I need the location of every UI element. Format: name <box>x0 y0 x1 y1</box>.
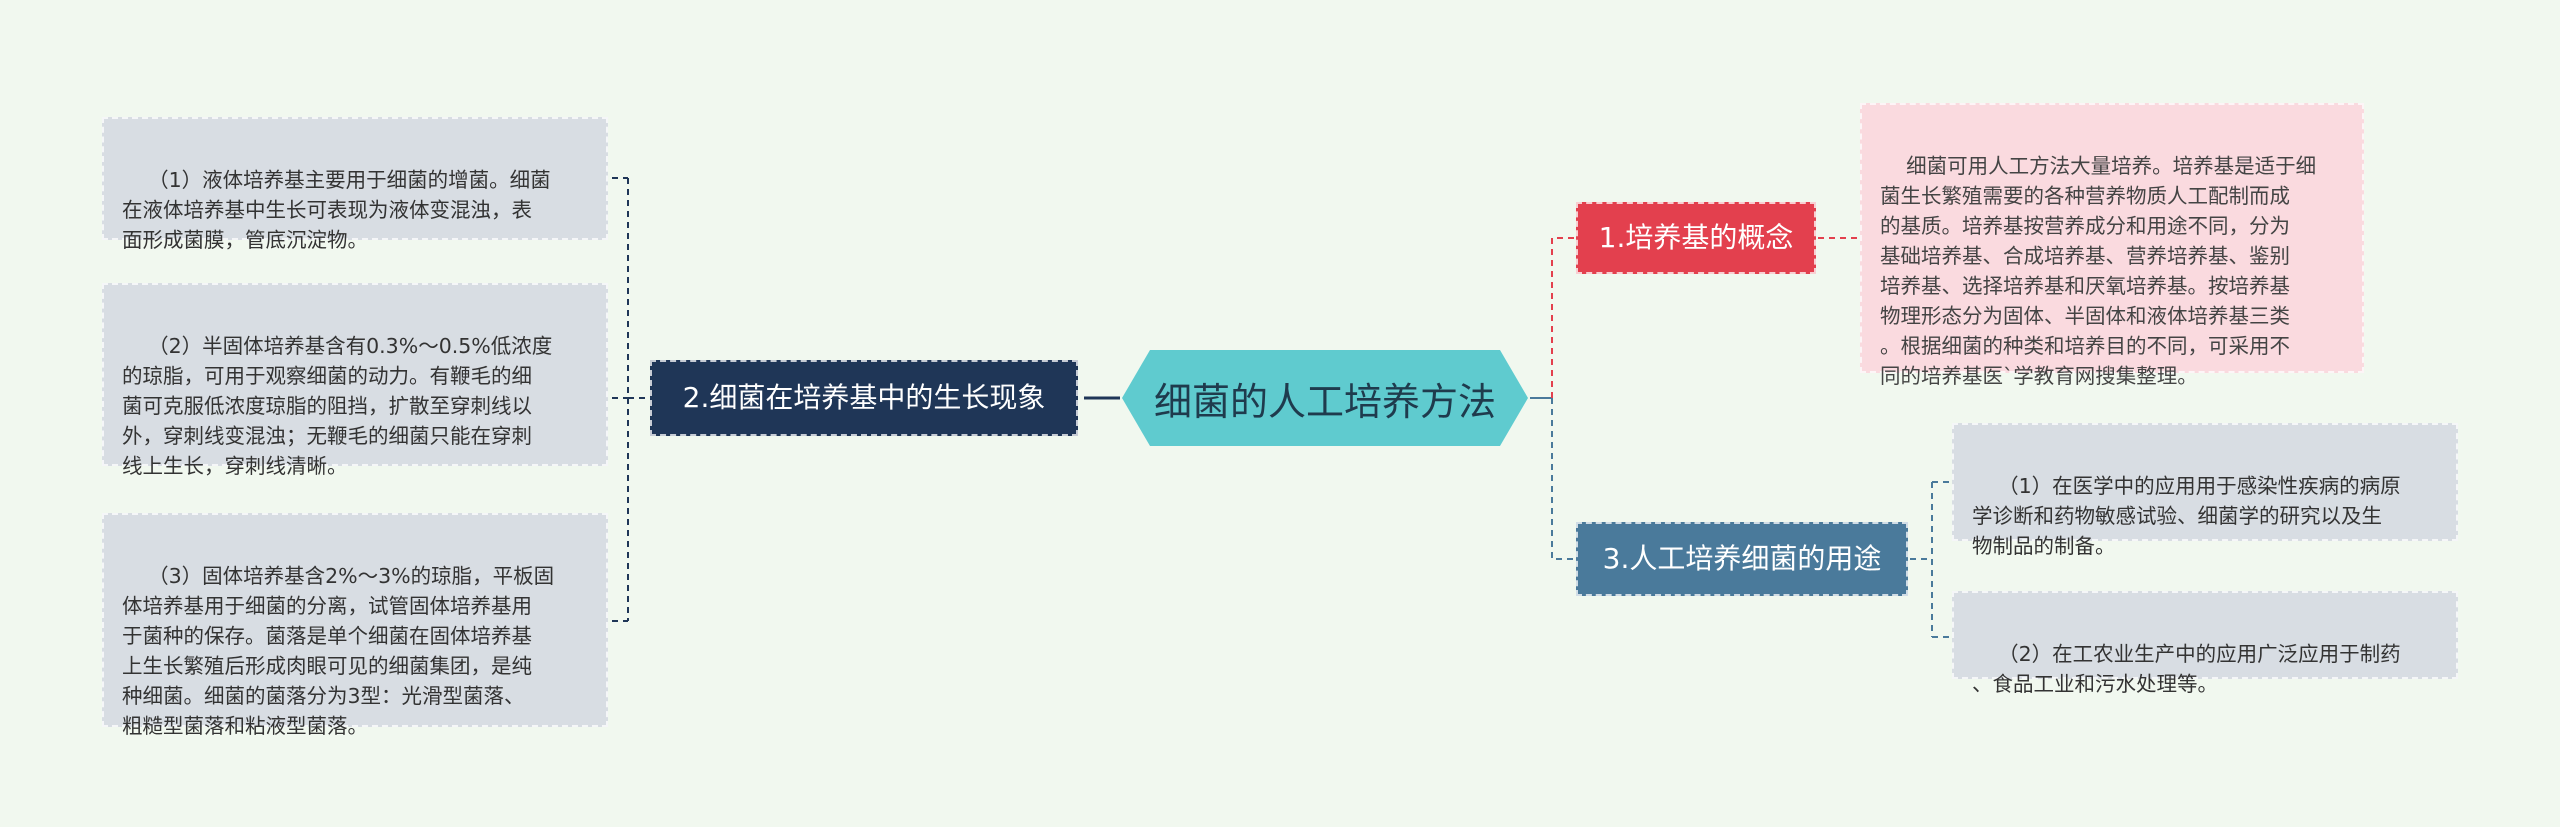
branch-medium-concept-label: 1.培养基的概念 <box>1598 221 1794 254</box>
central-topic[interactable]: 细菌的人工培养方法 <box>1120 348 1530 448</box>
connector-uses-leaves <box>1910 481 1952 638</box>
leaf-medical-use[interactable]: （1）在医学中的应用用于感染性疾病的病原 学诊断和药物敏感试验、细菌学的研究以及… <box>1952 423 2458 558</box>
leaf-industrial-use-text: （2）在工农业生产中的应用广泛应用于制药 、食品工业和污水处理等。 <box>1972 642 2401 696</box>
branch-culture-uses-label: 3.人工培养细菌的用途 <box>1602 542 1882 575</box>
branch-growth-phenomena-label: 2.细菌在培养基中的生长现象 <box>682 381 1046 414</box>
branch-medium-concept[interactable]: 1.培养基的概念 <box>1576 202 1816 274</box>
leaf-liquid-medium-text: （1）液体培养基主要用于细菌的增菌。细菌 在液体培养基中生长可表现为液体变混浊，… <box>122 168 551 252</box>
leaf-semisolid-medium[interactable]: （2）半固体培养基含有0.3%～0.5%低浓度 的琼脂，可用于观察细菌的动力。有… <box>102 283 608 478</box>
leaf-industrial-use[interactable]: （2）在工农业生产中的应用广泛应用于制药 、食品工业和污水处理等。 <box>1952 591 2458 696</box>
branch-growth-phenomena[interactable]: 2.细菌在培养基中的生长现象 <box>650 360 1078 436</box>
leaf-medium-concept-text: 细菌可用人工方法大量培养。培养基是适于细 菌生长繁殖需要的各种营养物质人工配制而… <box>1880 154 2317 388</box>
leaf-medical-use-text: （1）在医学中的应用用于感染性疾病的病原 学诊断和药物敏感试验、细菌学的研究以及… <box>1972 474 2401 558</box>
leaf-liquid-medium[interactable]: （1）液体培养基主要用于细菌的增菌。细菌 在液体培养基中生长可表现为液体变混浊，… <box>102 117 608 252</box>
leaf-semisolid-medium-text: （2）半固体培养基含有0.3%～0.5%低浓度 的琼脂，可用于观察细菌的动力。有… <box>122 334 553 478</box>
leaf-medium-concept[interactable]: 细菌可用人工方法大量培养。培养基是适于细 菌生长繁殖需要的各种营养物质人工配制而… <box>1860 103 2364 388</box>
connector-left-leaves <box>612 177 650 622</box>
connector-right-uses <box>1551 398 1576 560</box>
connector-right-concept <box>1551 237 1576 398</box>
leaf-solid-medium-text: （3）固体培养基含2%～3%的琼脂，平板固 体培养基用于细菌的分离，试管固体培养… <box>122 564 555 738</box>
central-topic-label: 细菌的人工培养方法 <box>1153 379 1496 424</box>
branch-culture-uses[interactable]: 3.人工培养细菌的用途 <box>1576 522 1908 596</box>
central-topic-shape <box>1122 350 1528 446</box>
leaf-solid-medium[interactable]: （3）固体培养基含2%～3%的琼脂，平板固 体培养基用于细菌的分离，试管固体培养… <box>102 513 608 738</box>
